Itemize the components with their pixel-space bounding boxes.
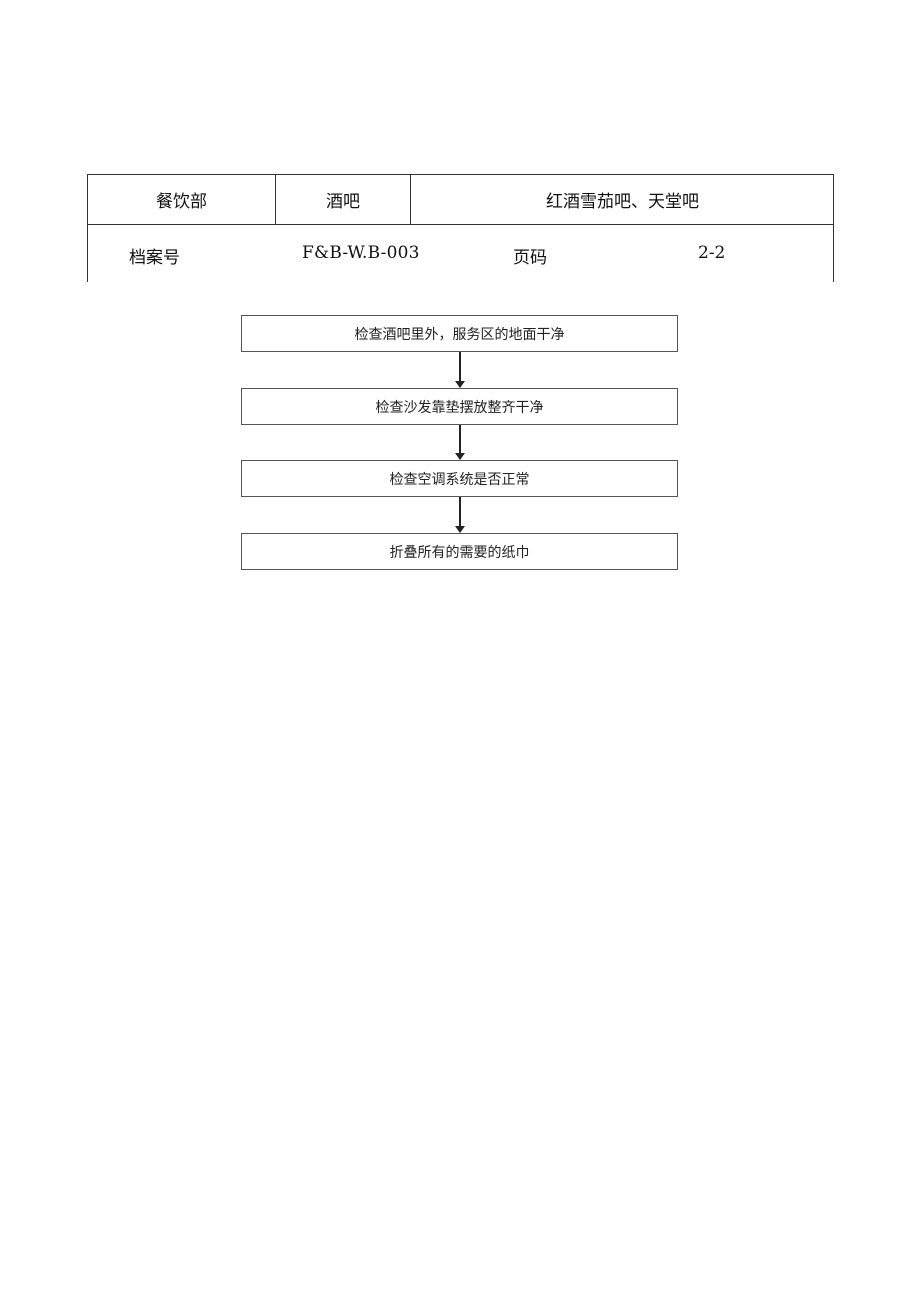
down-arrow-icon — [455, 425, 465, 460]
document-header-table: 餐饮部 酒吧 红酒雪茄吧、天堂吧 档案号 F&B-W.B-003 页码 2-2 — [87, 174, 834, 282]
page-number-value: 2-2 — [698, 243, 726, 263]
procedure-flowchart: 检查酒吧里外，服务区的地面干净 检查沙发靠垫摆放整齐干净 检查空调系统是否正常 … — [241, 315, 678, 571]
flow-step-2: 检查沙发靠垫摆放整齐干净 — [241, 388, 678, 425]
flow-step-4: 折叠所有的需要的纸巾 — [241, 533, 678, 570]
header-row-1: 餐饮部 酒吧 红酒雪茄吧、天堂吧 — [88, 175, 833, 225]
flow-step-3: 检查空调系统是否正常 — [241, 460, 678, 497]
down-arrow-icon — [455, 497, 465, 533]
file-number-label: 档案号 — [129, 248, 180, 268]
outlet-cell: 酒吧 — [276, 175, 411, 224]
flow-step-1: 检查酒吧里外，服务区的地面干净 — [241, 315, 678, 352]
file-number-value: F&B-W.B-003 — [302, 243, 420, 263]
header-row-2: 档案号 F&B-W.B-003 页码 2-2 — [88, 225, 833, 282]
department-cell: 餐饮部 — [88, 175, 276, 224]
down-arrow-icon — [455, 352, 465, 388]
venue-cell: 红酒雪茄吧、天堂吧 — [546, 192, 699, 212]
page-number-label: 页码 — [513, 248, 547, 268]
